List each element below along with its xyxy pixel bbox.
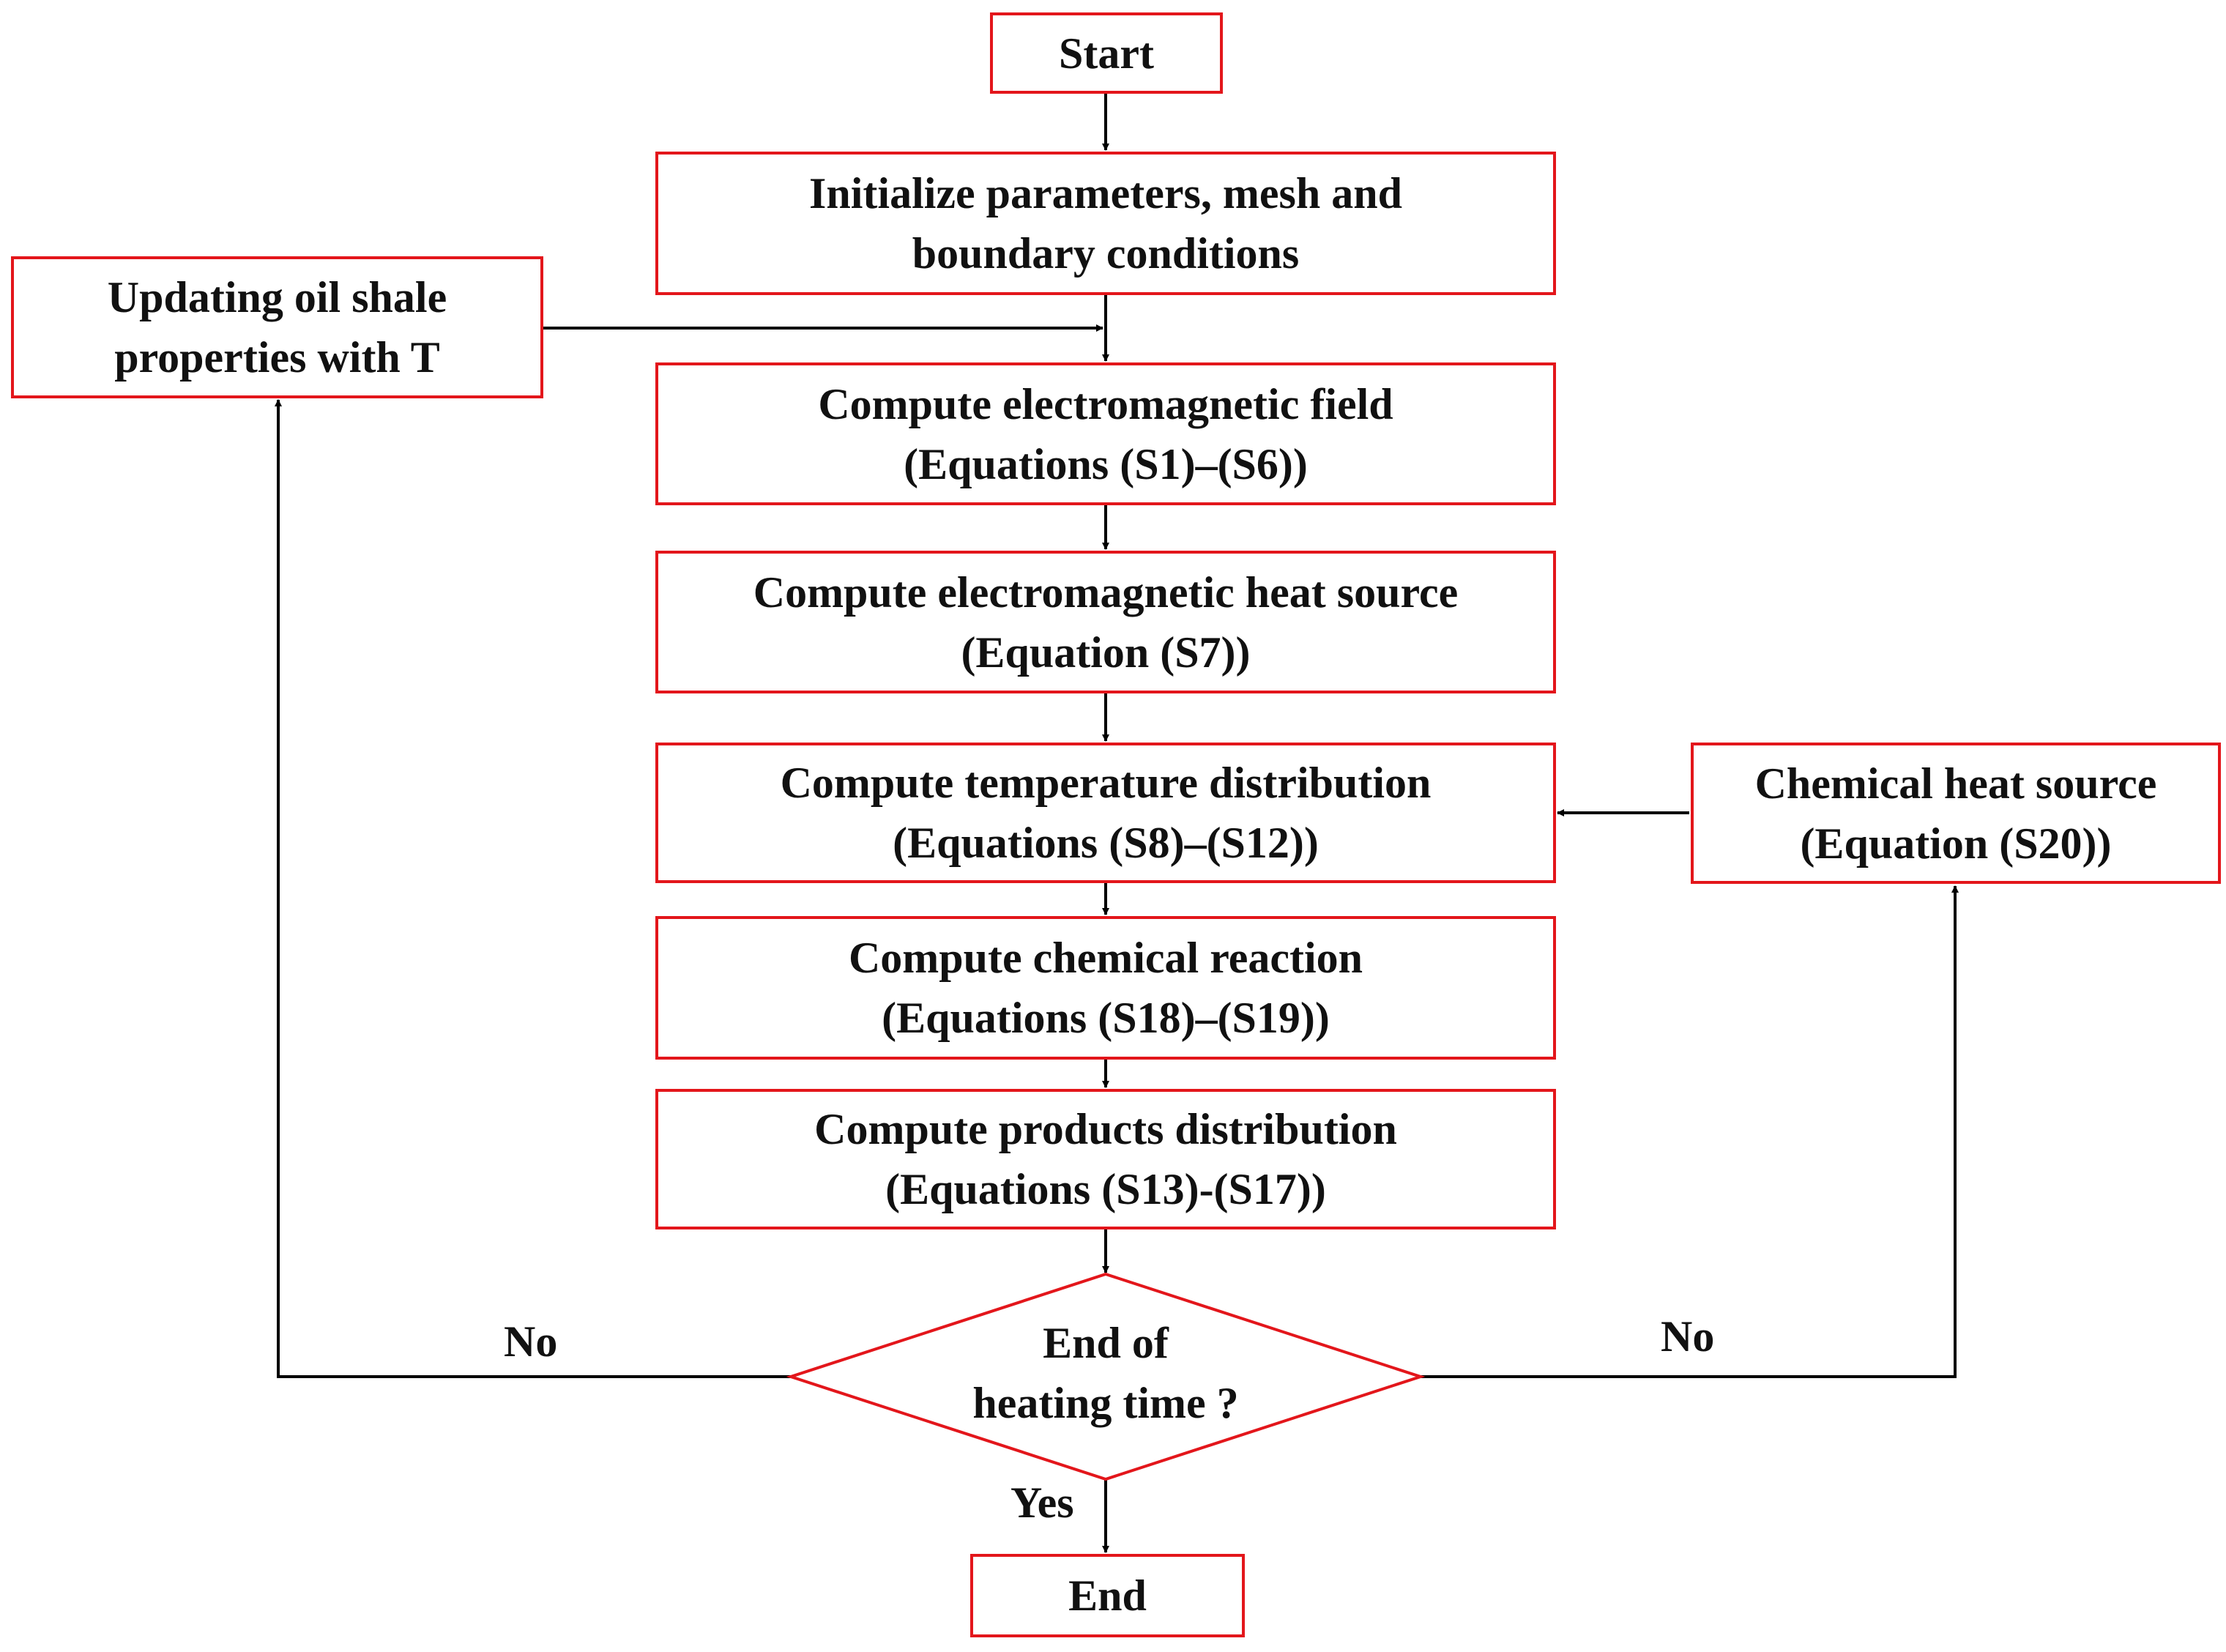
chemical-heat-box: Chemical heat source (Equation (S20)): [1691, 743, 2221, 884]
products-line-1: Compute products distribution: [814, 1105, 1397, 1153]
end-label: End: [1068, 1571, 1147, 1620]
decision-line-1: End of: [1043, 1319, 1169, 1367]
products-line-2: (Equations (S13)-(S17)): [885, 1165, 1326, 1213]
em-heat-box: Compute electromagnetic heat source (Equ…: [655, 551, 1556, 693]
temperature-line-2: (Equations (S8)–(S12)): [893, 819, 1319, 867]
initialize-line-2: boundary conditions: [912, 229, 1300, 278]
arrow-decision-no-right: [1421, 885, 1959, 1378]
end-box: End: [970, 1554, 1245, 1637]
no-label-right: No: [1661, 1312, 1715, 1361]
update-line-2: properties with T: [114, 333, 440, 382]
arrow-decision-no-left: [275, 399, 791, 1378]
em-field-line-2: (Equations (S1)–(S6)): [904, 439, 1308, 488]
yes-label: Yes: [1010, 1478, 1074, 1527]
update-properties-box: Updating oil shale properties with T: [11, 256, 543, 398]
start-box: Start: [990, 12, 1223, 94]
initialize-box: Initialize parameters, mesh and boundary…: [655, 152, 1556, 295]
em-field-box: Compute electromagnetic field (Equations…: [655, 362, 1556, 505]
initialize-line-1: Initialize parameters, mesh and: [809, 169, 1402, 217]
start-label: Start: [1059, 29, 1154, 78]
update-line-1: Updating oil shale: [107, 273, 447, 321]
temperature-line-1: Compute temperature distribution: [780, 759, 1432, 807]
chemical-heat-line-2: (Equation (S20)): [1800, 819, 2112, 868]
decision-diamond: [786, 1272, 1426, 1481]
em-heat-line-2: (Equation (S7)): [961, 628, 1251, 677]
products-box: Compute products distribution (Equations…: [655, 1089, 1556, 1229]
em-heat-line-1: Compute electromagnetic heat source: [753, 568, 1459, 617]
reaction-line-2: (Equations (S18)–(S19)): [882, 994, 1330, 1042]
temperature-box: Compute temperature distribution (Equati…: [655, 743, 1556, 883]
no-label-left: No: [504, 1317, 558, 1366]
chemical-reaction-box: Compute chemical reaction (Equations (S1…: [655, 916, 1556, 1060]
chemical-heat-line-1: Chemical heat source: [1754, 759, 2157, 808]
reaction-line-1: Compute chemical reaction: [848, 934, 1363, 982]
decision-text: End of heating time ?: [791, 1318, 1421, 1428]
em-field-line-1: Compute electromagnetic field: [818, 379, 1393, 428]
decision-line-2: heating time ?: [972, 1379, 1239, 1427]
